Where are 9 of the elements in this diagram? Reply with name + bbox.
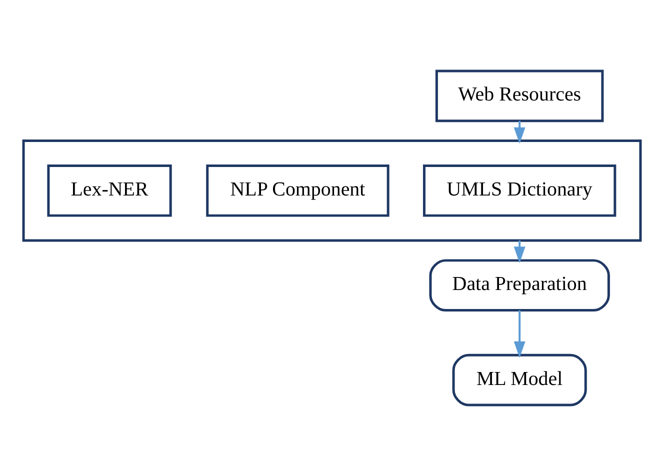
arrow — [514, 120, 526, 144]
node-box: Web Resources — [435, 69, 604, 122]
cluster — [22, 139, 642, 242]
node-box: NLP Component — [206, 164, 390, 216]
node-box: Lex-NER — [47, 164, 172, 216]
node-box: Data Preparation — [429, 258, 610, 312]
node-box: UMLS Dictionary — [422, 164, 616, 216]
node-box: ML Model — [452, 353, 587, 406]
arrow — [514, 310, 526, 358]
